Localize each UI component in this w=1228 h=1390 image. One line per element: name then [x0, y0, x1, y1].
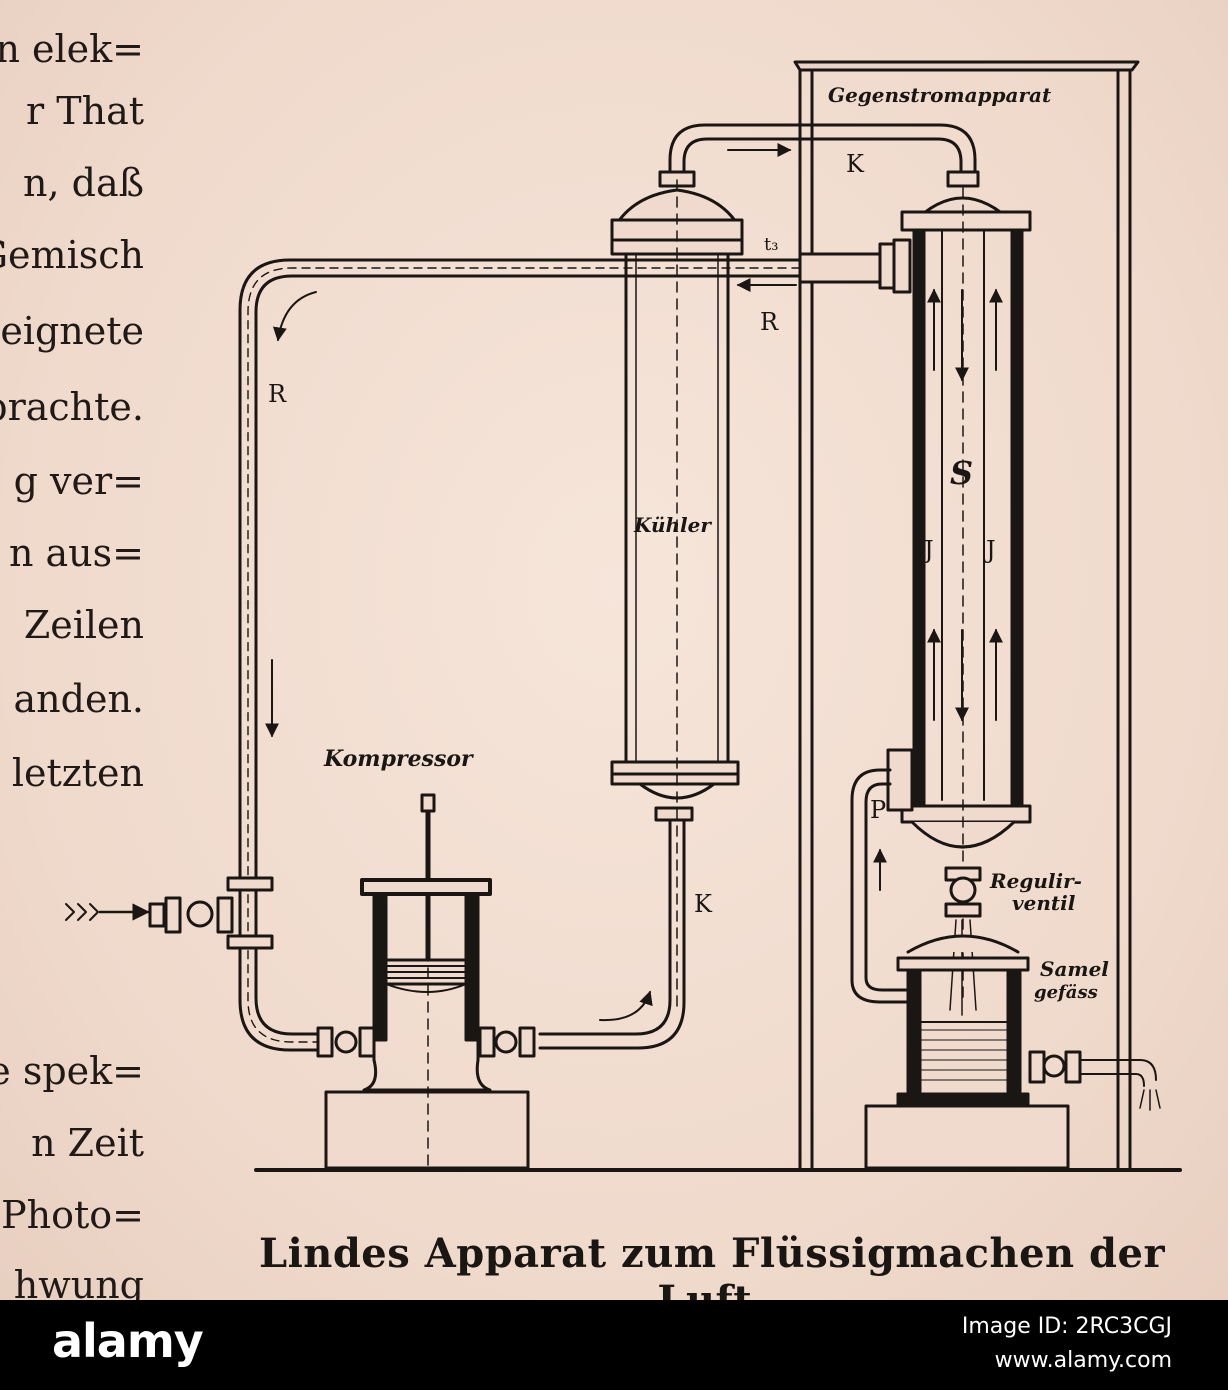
margin-line: Zeilen: [23, 603, 144, 647]
label-samel-1: Samel: [1040, 957, 1109, 981]
alamy-logo: alamy: [52, 1314, 204, 1368]
sammelgefaess: [864, 934, 1161, 1170]
label-k-top: K: [846, 150, 865, 178]
label-kompressor: Kompressor: [323, 746, 474, 772]
gegenstrom-frame: [793, 60, 1140, 1172]
margin-line: r That: [26, 89, 144, 133]
margin-line: n Zeit: [31, 1121, 144, 1165]
label-regulir-1: Regulir-: [989, 869, 1082, 893]
label-regulir-2: ventil: [1012, 891, 1076, 915]
margin-line: hwung: [13, 1263, 144, 1300]
margin-line: letzten: [11, 751, 144, 795]
inlet-valve: [65, 876, 274, 950]
pipe-r-connector: [798, 238, 912, 294]
margin-line: n, daß: [23, 161, 144, 205]
label-r-left: R: [268, 380, 287, 408]
label-gegenstrom: Gegenstromapparat: [828, 83, 1052, 107]
margin-line: anden.: [13, 677, 145, 721]
label-r-top: R: [760, 308, 779, 336]
label-p: P: [870, 796, 886, 824]
image-id: Image ID: 2RC3CGJ: [961, 1314, 1172, 1339]
page-scan: n elek= r That n, daß Gemisch eignete br…: [0, 0, 1228, 1300]
margin-line: g ver=: [13, 459, 144, 503]
pipe-k-top: [668, 123, 977, 182]
margin-line: n aus=: [8, 531, 144, 575]
watermark-footer: alamy Image ID: 2RC3CGJ www.alamy.com: [0, 1300, 1228, 1390]
flow-arrows: [265, 143, 797, 1022]
label-kuehler: Kühler: [633, 513, 712, 537]
label-t3: t₃: [764, 234, 778, 255]
pipe-k-bottom: [538, 818, 686, 1050]
margin-line: Photo=: [1, 1193, 144, 1237]
margin-text-column: n elek= r That n, daß Gemisch eignete br…: [0, 0, 150, 1300]
label-j-left: J: [921, 536, 934, 564]
pipe-p: [850, 748, 914, 1004]
gegenstrom-column: [900, 170, 1032, 1001]
margin-line: e spek=: [0, 1049, 144, 1093]
margin-line: n elek=: [0, 27, 144, 71]
return-pipe-left: [238, 258, 802, 1052]
label-k-right: K: [694, 890, 713, 918]
kuehler-cooler: [610, 170, 744, 1011]
label-j-right: J: [983, 536, 996, 564]
linde-apparatus-diagram: Gegenstromapparat Kühler Kompressor Regu…: [65, 60, 1182, 1172]
margin-line: brachte.: [0, 385, 144, 429]
figure-caption: Lindes Apparat zum Flüssigmachen der Luf…: [258, 1230, 1166, 1300]
margin-line: Gemisch: [0, 233, 144, 277]
site-url: www.alamy.com: [994, 1348, 1172, 1373]
kompressor: [316, 793, 536, 1170]
label-s: S: [950, 454, 973, 492]
label-samel-2: gefäss: [1034, 982, 1098, 1003]
margin-line: eignete: [0, 309, 144, 353]
